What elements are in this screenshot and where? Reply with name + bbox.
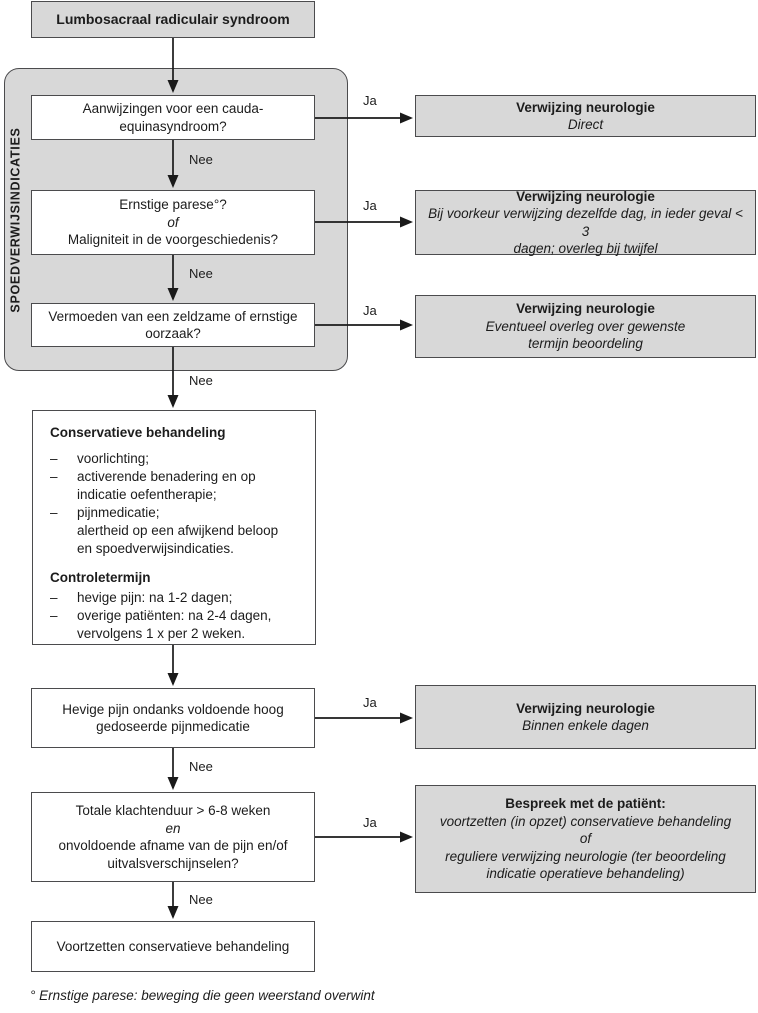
treatment-item: – activerende benadering en op indicatie… xyxy=(50,468,301,504)
question-cauda-equina: Aanwijzingen voor een cauda- equinasyndr… xyxy=(31,95,315,140)
list-dash: – xyxy=(50,590,58,605)
question-hevige-pijn: Hevige pijn ondanks voldoende hoog gedos… xyxy=(31,688,315,748)
label-ja-4: Ja xyxy=(363,695,377,710)
referral-enkele-dagen: Verwijzing neurologie Binnen enkele dage… xyxy=(415,685,756,749)
referral-direct-title: Verwijzing neurologie xyxy=(516,99,655,115)
discuss-detail: voortzetten (in opzet) conservatieve beh… xyxy=(439,813,732,882)
question-klachtenduur-line3: onvoldoende afname van de pijn en/of uit… xyxy=(58,838,288,871)
referral-overleg-termijn: Verwijzing neurologie Eventueel overleg … xyxy=(415,295,756,358)
start-node: Lumbosacraal radiculair syndroom xyxy=(31,1,315,38)
label-ja-2: Ja xyxy=(363,198,377,213)
referral-zelfde-dag: Verwijzing neurologie Bij voorkeur verwi… xyxy=(415,188,756,256)
treatment-heading: Conservatieve behandeling xyxy=(50,425,226,440)
label-nee-5: Nee xyxy=(189,892,213,907)
treatment-item-text: overige patiënten: na 2-4 dagen, vervolg… xyxy=(77,608,272,641)
referral-overleg-detail: Eventueel overleg over gewenste termijn … xyxy=(485,318,686,352)
discuss-title: Bespreek met de patiënt: xyxy=(505,796,666,812)
treatment-item-text: pijnmedicatie; alertheid op een afwijken… xyxy=(77,505,279,556)
referral-zelfde-dag-title: Verwijzing neurologie xyxy=(516,188,655,204)
referral-overleg-title: Verwijzing neurologie xyxy=(516,301,655,317)
label-ja-3: Ja xyxy=(363,303,377,318)
referral-direct: Verwijzing neurologie Direct xyxy=(415,95,756,137)
treatment-item: – hevige pijn: na 1-2 dagen; xyxy=(50,589,301,607)
question-klachtenduur-line1: Totale klachtenduur > 6-8 weken xyxy=(75,803,271,818)
final-continue-treatment-box: Voortzetten conservatieve behandeling xyxy=(31,921,315,972)
label-ja-5: Ja xyxy=(363,815,377,830)
conservative-treatment-box: Conservatieve behandeling – voorlichting… xyxy=(32,410,316,645)
list-dash: – xyxy=(50,505,58,520)
question-klachtenduur-line2: en xyxy=(165,820,181,836)
label-nee-1: Nee xyxy=(189,152,213,167)
question-zeldzame-oorzaak-text: Vermoeden van een zeldzame of ernstige o… xyxy=(48,308,298,342)
emergency-panel-label: SPOEDVERWIJSINDICATIES xyxy=(8,127,23,313)
list-dash: – xyxy=(50,608,58,623)
referral-direct-detail: Direct xyxy=(567,117,604,132)
treatment-heading2: Controletermijn xyxy=(50,570,151,585)
treatment-item: – pijnmedicatie; alertheid op een afwijk… xyxy=(50,504,301,558)
label-ja-1: Ja xyxy=(363,93,377,108)
referral-enkele-dagen-detail: Binnen enkele dagen xyxy=(522,718,649,733)
referral-enkele-dagen-title: Verwijzing neurologie xyxy=(516,700,655,716)
question-hevige-pijn-text: Hevige pijn ondanks voldoende hoog gedos… xyxy=(62,701,284,735)
start-node-label: Lumbosacraal radiculair syndroom xyxy=(56,10,290,27)
question-parese-line1: Ernstige parese°? xyxy=(119,197,227,213)
treatment-item-text: activerende benadering en op indicatie o… xyxy=(77,469,256,502)
treatment-item-text: voorlichting; xyxy=(77,451,150,466)
question-cauda-equina-text: Aanwijzingen voor een cauda- equinasyndr… xyxy=(82,101,264,134)
treatment-item: – voorlichting; xyxy=(50,450,301,468)
list-dash: – xyxy=(50,469,58,484)
question-parese-maligniteit: Ernstige parese°? of Maligniteit in de v… xyxy=(31,190,315,255)
question-zeldzame-oorzaak: Vermoeden van een zeldzame of ernstige o… xyxy=(31,303,315,347)
label-nee-2: Nee xyxy=(189,266,213,281)
treatment-item-text: hevige pijn: na 1-2 dagen; xyxy=(77,590,233,605)
footnote: ° Ernstige parese: beweging die geen wee… xyxy=(30,988,375,1003)
list-dash: – xyxy=(50,451,58,466)
referral-zelfde-dag-detail: Bij voorkeur verwijzing dezelfde dag, in… xyxy=(428,206,743,256)
label-nee-3: Nee xyxy=(189,373,213,388)
question-klachtenduur: Totale klachtenduur > 6-8 weken en onvol… xyxy=(31,792,315,882)
discuss-with-patient-box: Bespreek met de patiënt: voortzetten (in… xyxy=(415,785,756,893)
question-parese-line2: of xyxy=(167,214,179,230)
final-continue-treatment-text: Voortzetten conservatieve behandeling xyxy=(56,938,290,954)
label-nee-4: Nee xyxy=(189,759,213,774)
treatment-item: – overige patiënten: na 2-4 dagen, vervo… xyxy=(50,607,301,643)
question-parese-line3: Maligniteit in de voorgeschiedenis? xyxy=(67,232,279,248)
